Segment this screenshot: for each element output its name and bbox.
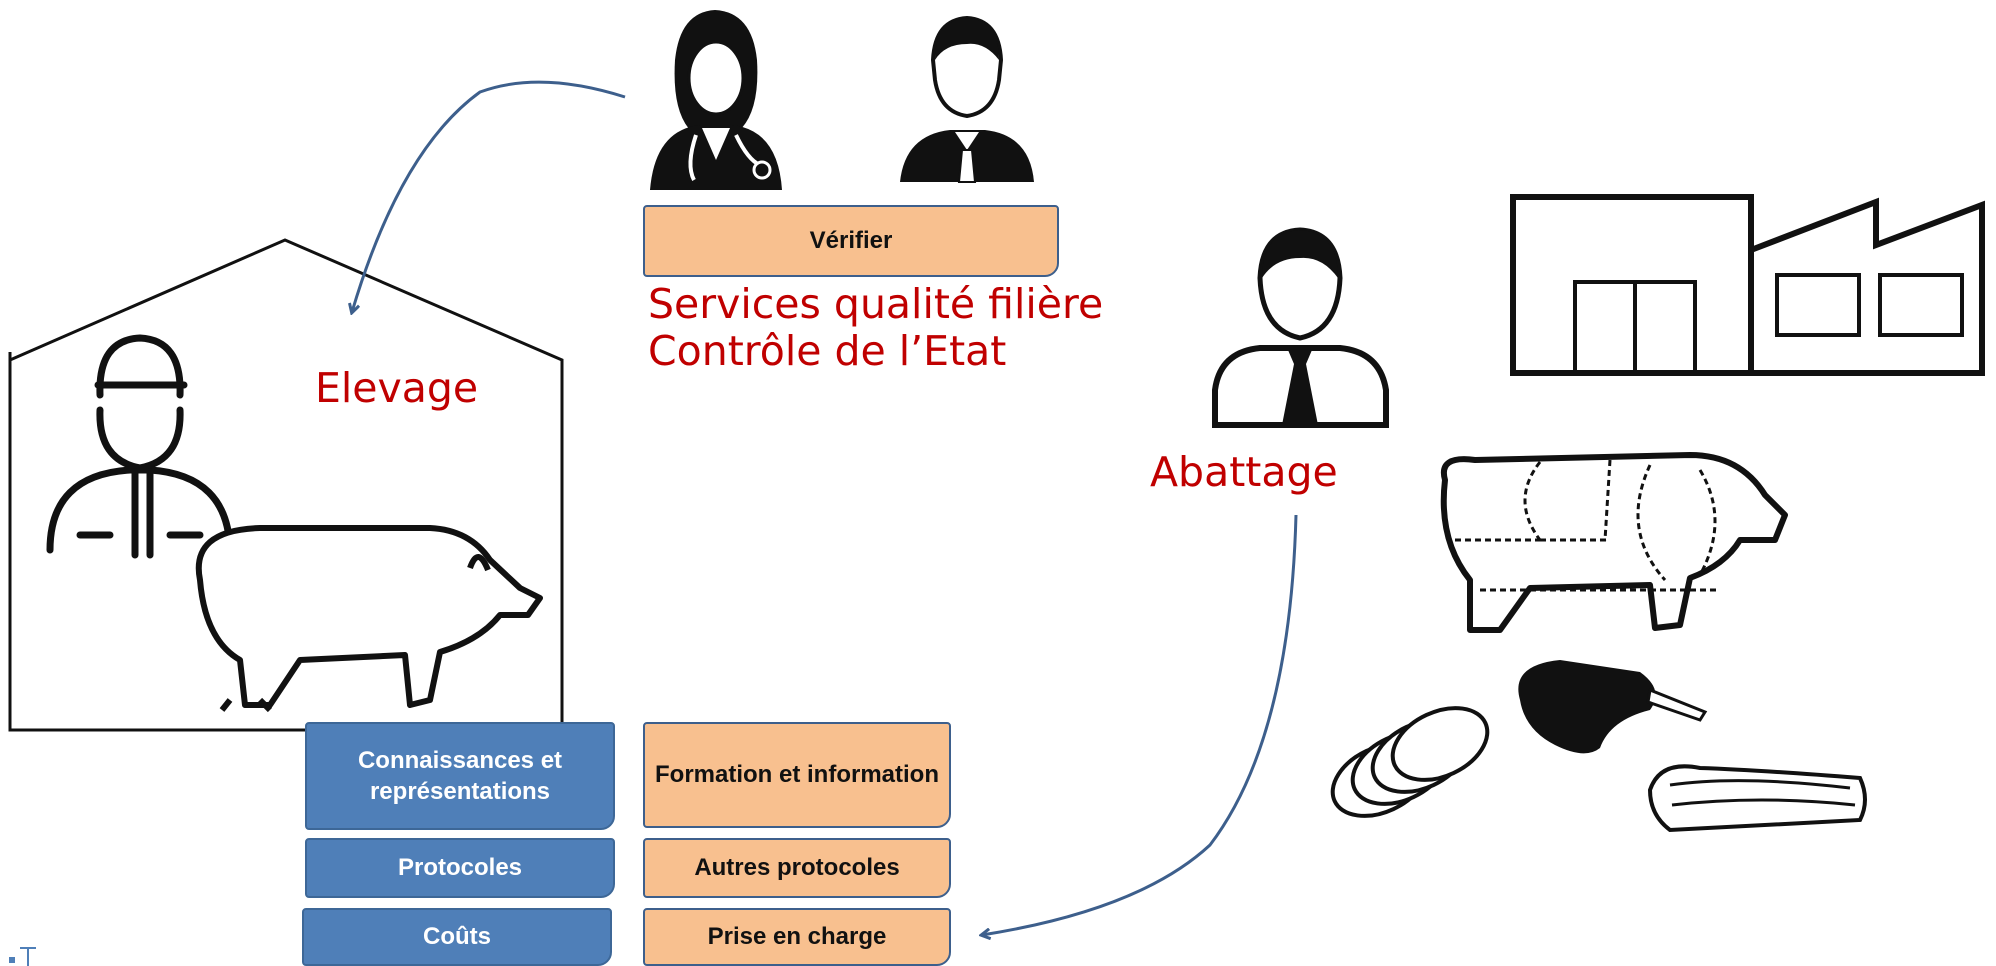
- bacon-icon: [1647, 764, 1867, 833]
- sausage-slices-icon: [1330, 706, 1490, 818]
- box-formation: Formation et information: [643, 722, 951, 828]
- box-prise-en-charge: Prise en charge: [643, 908, 951, 966]
- label-elevage: Elevage: [315, 364, 479, 412]
- corner-mark-icon: [9, 947, 36, 966]
- ham-icon: [1518, 660, 1708, 754]
- label-services: Services qualité filière: [648, 280, 1104, 328]
- doctor-icon: [650, 10, 782, 190]
- pig-icon: [195, 525, 543, 713]
- label-abattage: Abattage: [1150, 448, 1338, 496]
- box-couts: Coûts: [302, 908, 612, 966]
- arrow-to-prise-en-charge: [982, 514, 1298, 935]
- official-icon: [900, 15, 1034, 183]
- box-protocoles: Protocoles: [305, 838, 615, 898]
- box-connaissances: Connaissances et représentations: [305, 722, 615, 830]
- slaughterhouse-official-icon: [1212, 227, 1389, 428]
- pig-cuts-icon: [1440, 452, 1788, 633]
- farmer-icon: [46, 334, 234, 559]
- box-autres-protocoles: Autres protocoles: [643, 838, 951, 898]
- arrow-to-elevage: [352, 80, 626, 312]
- box-verifier: Vérifier: [643, 205, 1059, 277]
- factory-icon: [1510, 194, 1985, 376]
- label-controle: Contrôle de l’Etat: [648, 327, 1007, 375]
